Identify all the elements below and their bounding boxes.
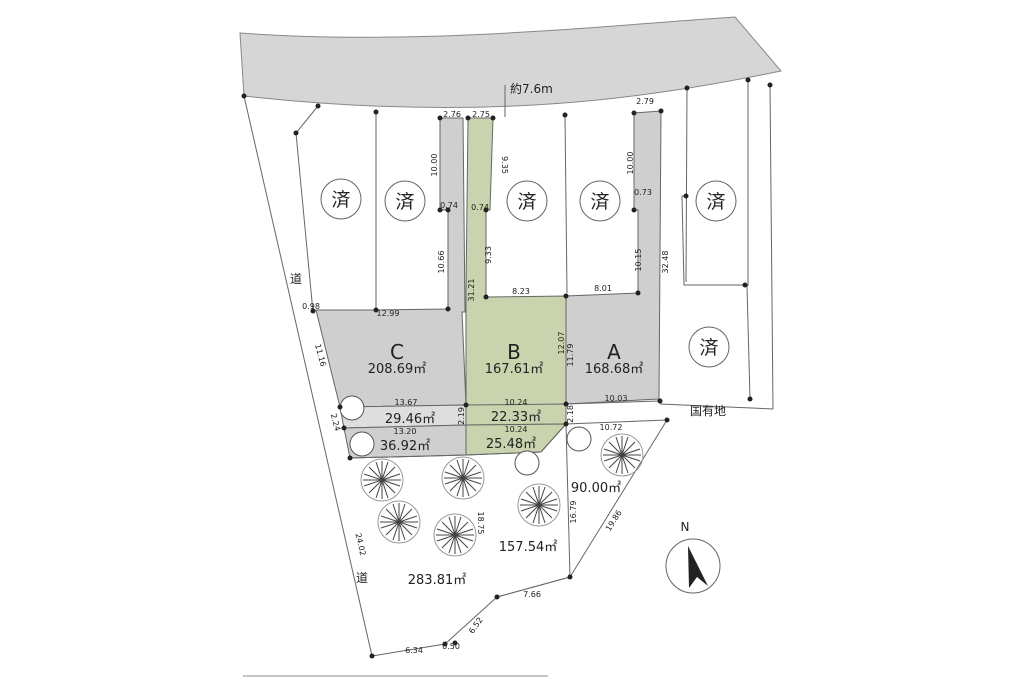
site-outer-boundary	[243, 95, 668, 657]
sold-badge[interactable]: 済	[320, 178, 362, 220]
dim-label: 24.02	[353, 532, 367, 556]
marker-circle	[514, 450, 540, 476]
tree-icon	[600, 433, 644, 477]
dim-label: 6.34	[405, 646, 423, 655]
dim-label: 7.66	[523, 590, 541, 599]
boundary-sold-5-left	[685, 87, 688, 283]
lot-c-area: 208.69㎡	[368, 362, 427, 377]
dim-label: 0.74	[440, 201, 458, 210]
lot-b[interactable]	[465, 117, 567, 406]
state-land-label: 国有地	[690, 404, 726, 418]
svg-text:済: 済	[706, 191, 725, 213]
dim-label: 0.50	[442, 642, 460, 651]
dim-label: 2.79	[636, 97, 654, 106]
dim-label: 12.07	[557, 332, 566, 355]
sold-badge[interactable]: 済	[695, 180, 737, 222]
dim-label: 6.52	[467, 616, 485, 636]
dim-label: 8.01	[594, 284, 612, 293]
marker-circle	[566, 426, 592, 452]
strip-b-upper-area: 22.33㎡	[491, 410, 541, 425]
marker-circle	[349, 431, 375, 457]
boundary-sold-3-4	[564, 114, 568, 294]
state-land-boundary	[659, 403, 774, 410]
road-label-west: 道	[290, 272, 302, 286]
lot-90-area: 90.00㎡	[571, 481, 621, 496]
dim-label: 9.33	[484, 246, 493, 264]
road-width-label: 約7.6m	[510, 81, 553, 96]
svg-text:済: 済	[699, 337, 718, 359]
dim-label: 2.76	[443, 110, 461, 119]
svg-text:済: 済	[395, 191, 414, 213]
dim-label: 2.24	[329, 413, 342, 433]
dim-label: 32.48	[661, 251, 670, 274]
lot-b-letter: B	[507, 340, 521, 364]
tree-icon	[441, 456, 485, 500]
dim-label: 12.99	[377, 309, 400, 318]
top-road	[239, 16, 782, 109]
dim-label: 10.24	[505, 398, 528, 407]
lot-a-letter: A	[607, 340, 621, 364]
strip-b-lower-area: 25.48㎡	[486, 437, 536, 452]
dim-label: 10.00	[626, 152, 635, 175]
tree-icon	[377, 500, 421, 544]
strip-c-upper-area: 29.46㎡	[385, 412, 435, 427]
dim-label: 11.79	[566, 344, 575, 367]
tree-icon	[360, 458, 404, 502]
dim-label: 10.03	[605, 394, 628, 403]
north-compass: N	[665, 520, 721, 594]
sold-badge[interactable]: 済	[579, 180, 621, 222]
dim-label: 10.66	[437, 251, 446, 274]
dim-label: 31.21	[467, 279, 476, 302]
lot-283-area: 283.81㎡	[408, 573, 467, 588]
sold-badge[interactable]: 済	[384, 180, 426, 222]
dim-label: 10.24	[505, 425, 528, 434]
lot-90-top	[565, 419, 668, 425]
lot-b-area: 167.61㎡	[485, 362, 544, 377]
lot-a-area: 168.68㎡	[585, 362, 644, 377]
dim-label: 2.75	[472, 110, 490, 119]
sold-badge[interactable]: 済	[506, 180, 548, 222]
east-boundary	[769, 84, 774, 410]
survey-markers	[339, 395, 592, 476]
svg-text:済: 済	[590, 191, 609, 213]
lower-strip-outline	[349, 400, 661, 459]
dim-label: 0.98	[302, 302, 320, 311]
tree-icons	[360, 433, 644, 557]
strip-c-lower-area: 36.92㎡	[380, 439, 430, 454]
dim-label: 2.18	[566, 405, 575, 423]
dim-label: 18.75	[476, 512, 485, 535]
sold-badge[interactable]: 済	[688, 326, 730, 368]
lot-157-area: 157.54㎡	[499, 540, 558, 555]
marker-circle	[339, 395, 365, 421]
tree-icon	[433, 513, 477, 557]
vertex-dots	[241, 77, 773, 659]
sold-marks: 済 済 済 済 済 済	[320, 178, 737, 368]
compass-label: N	[681, 520, 690, 534]
dim-label: 2.19	[457, 407, 466, 425]
svg-text:済: 済	[331, 189, 350, 211]
road-label-southwest: 道	[356, 571, 368, 585]
boundary-sold-6-right	[746, 285, 751, 400]
tree-icon	[517, 483, 561, 527]
dim-label: 9.35	[500, 156, 509, 174]
dim-label: 16.79	[569, 501, 578, 524]
svg-text:済: 済	[517, 191, 536, 213]
dimension-labels: 2.76 2.75 2.79 10.00 9.35 10.00 0.74 0.7…	[302, 97, 670, 655]
dim-label: 19.86	[604, 509, 624, 533]
dim-label: 8.23	[512, 287, 530, 296]
compass-arrow-icon	[688, 546, 708, 588]
dim-label: 0.74	[471, 203, 489, 212]
dim-label: 10.72	[600, 423, 623, 432]
dim-label: 13.20	[394, 427, 417, 436]
dim-label: 10.15	[634, 249, 643, 272]
lot-c-letter: C	[390, 340, 404, 364]
dim-label: 0.73	[634, 188, 652, 197]
dim-label: 10.00	[430, 154, 439, 177]
dim-label: 13.67	[395, 398, 418, 407]
